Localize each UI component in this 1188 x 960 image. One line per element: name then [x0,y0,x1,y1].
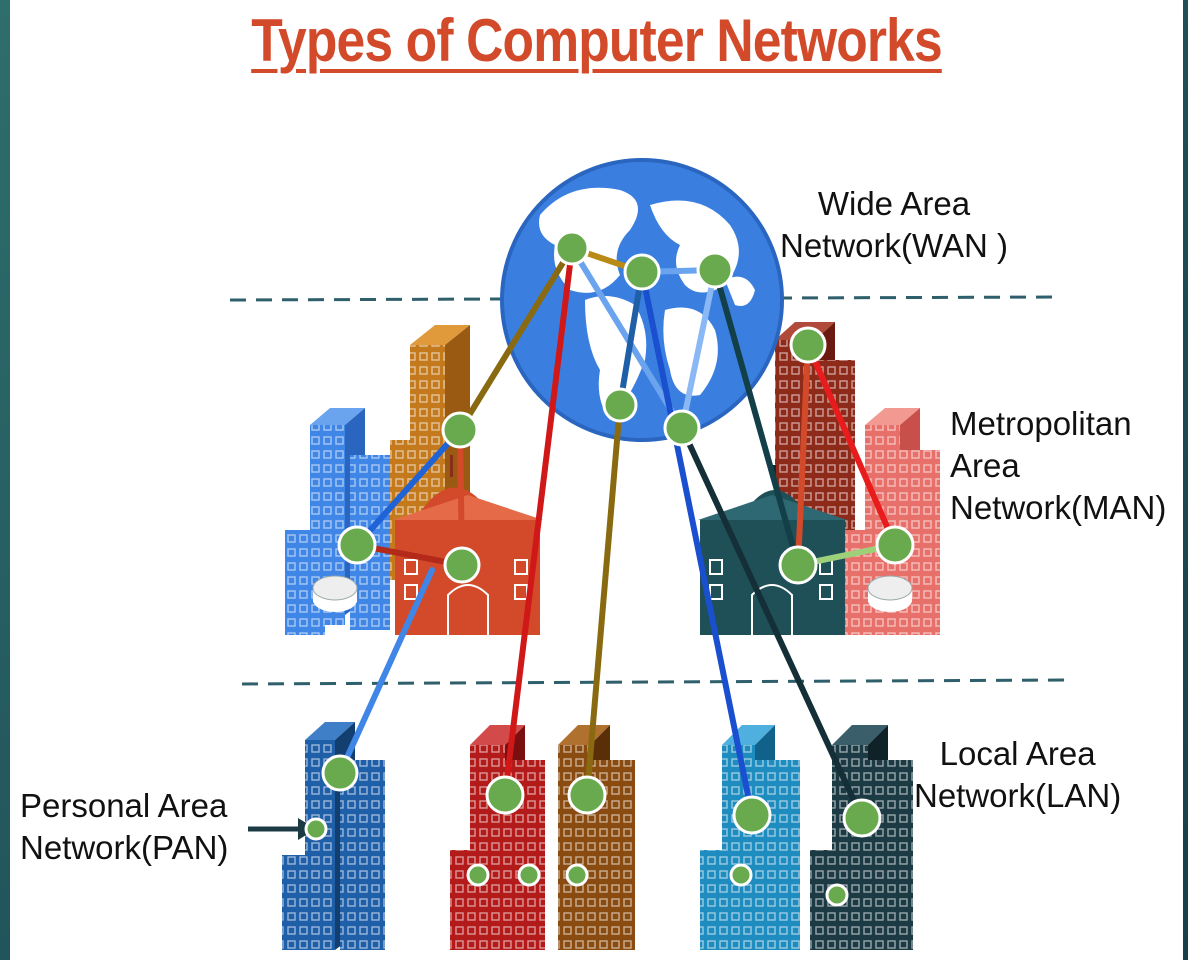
network-nodes [304,230,915,907]
man-label: Metropolitan Area Network(MAN) [950,403,1166,529]
man-label-line-2: Area [950,447,1020,484]
wan-label-line-2: Network(WAN ) [780,227,1008,264]
pan-building [282,722,385,950]
pan-label-line-2: Network(PAN) [20,829,229,866]
lan-building-teal [700,725,800,950]
lan-label: Local Area Network(LAN) [914,733,1121,817]
wan-label-line-1: Wide Area [817,185,971,222]
globe-icon [500,158,784,442]
divider-man-lan [241,678,1071,686]
pan-label: Personal Area Network(PAN) [20,785,228,869]
network-links [337,245,898,821]
wan-label: Wide Area Network(WAN ) [780,183,1008,267]
lan-label-line-2: Network(LAN) [914,777,1122,814]
lan-building-red [450,725,545,950]
lan-label-line-1: Local Area [939,735,1096,772]
man-building-cluster-right [698,322,940,635]
page-title: Types of Computer Networks [251,7,942,74]
divider-wan-man [229,295,1056,302]
man-label-line-3: Network(MAN) [950,489,1167,526]
lan-building-brown [558,725,635,950]
pan-label-line-1: Personal Area [20,787,228,824]
man-label-line-1: Metropolitan [950,405,1132,442]
lan-building-slate [810,725,913,950]
slide: Types of Computer Networks [10,0,1183,960]
network-diagram [229,158,1071,950]
